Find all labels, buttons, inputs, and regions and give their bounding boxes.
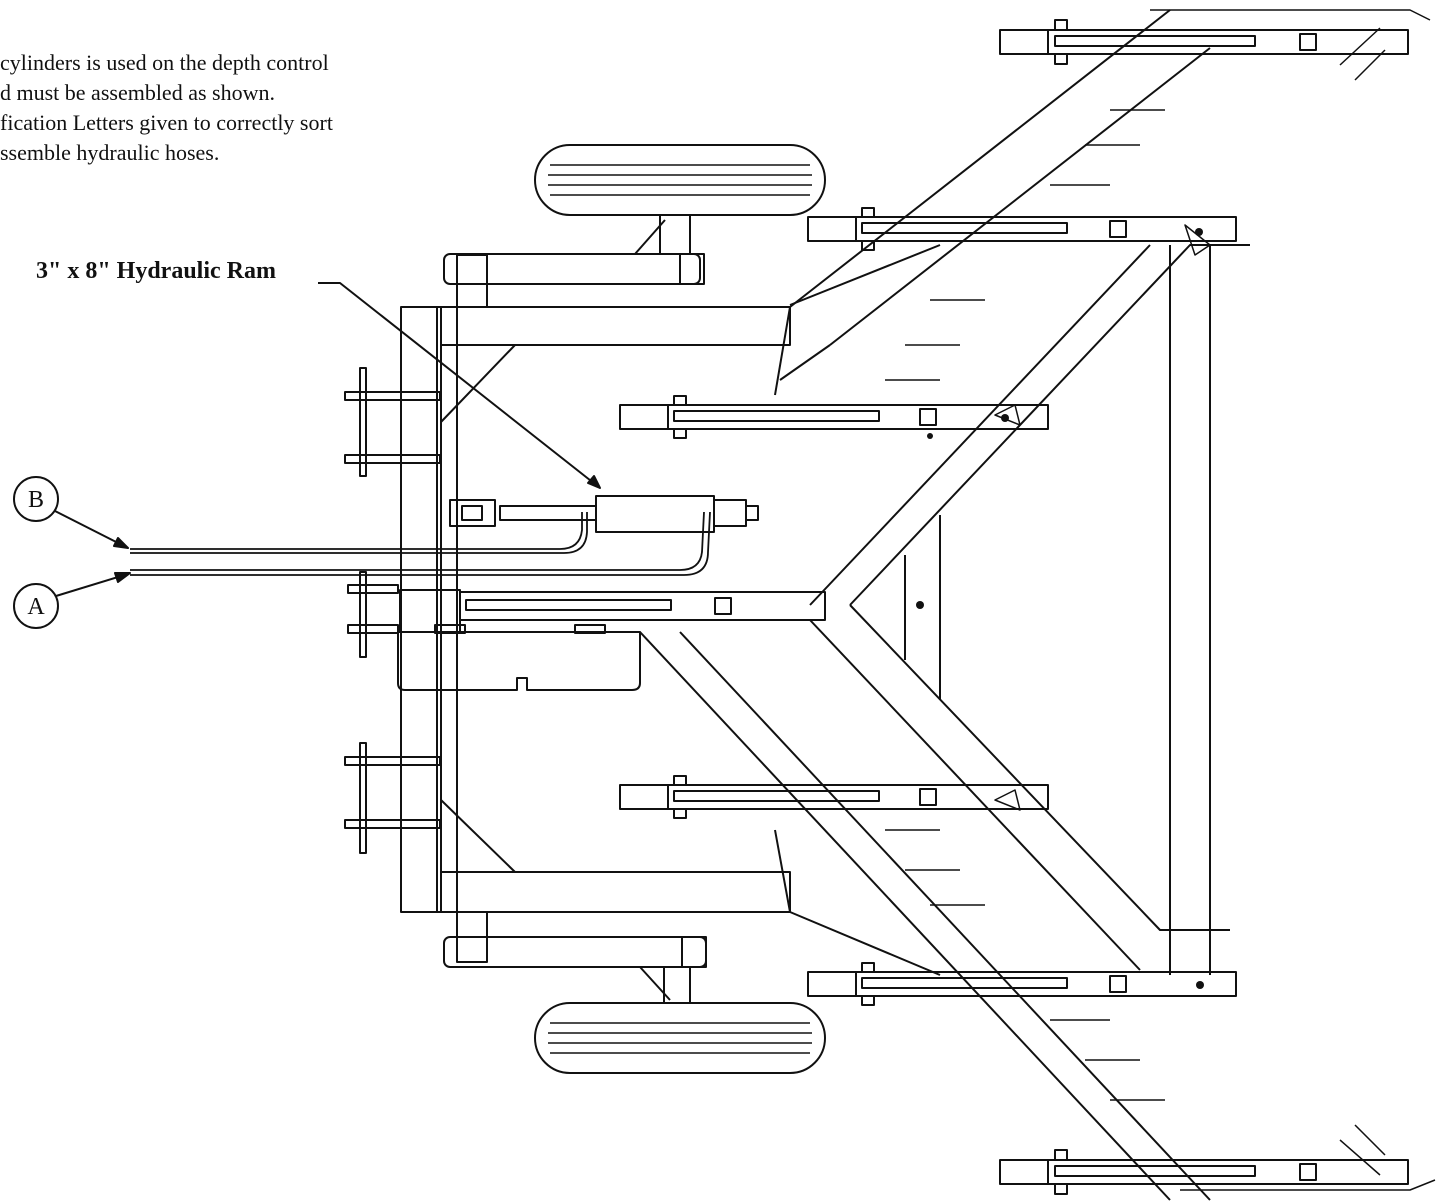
bolt-heads — [916, 228, 1204, 989]
hose-b-leader — [54, 510, 127, 548]
shank-row-7 — [999, 1149, 1409, 1195]
note-line-4: ssemble hydraulic hoses. — [0, 140, 220, 165]
ram-leader-arrow — [587, 475, 601, 489]
note-line-1: cylinders is used on the depth control — [0, 50, 329, 75]
assembly-note: cylinders is used on the depth control d… — [0, 48, 420, 168]
frame-cross-members — [885, 109, 1165, 1101]
hydraulic-ram-callout: 3" x 8" Hydraulic Ram — [36, 258, 276, 284]
shank-row-4 — [399, 589, 826, 634]
wheel-top — [443, 144, 826, 285]
ram-leader-line — [318, 282, 601, 489]
hydraulic-hoses — [130, 511, 711, 576]
hitch-frame — [344, 254, 791, 963]
shank-row-1 — [999, 19, 1409, 65]
shank-diagonals — [994, 9, 1436, 1191]
hose-b-arrow — [113, 537, 129, 549]
wheel-bottom — [443, 936, 826, 1074]
hose-label-a: A — [13, 583, 59, 629]
shank-row-6 — [807, 962, 1237, 1006]
hose-label-b-text: B — [28, 487, 44, 513]
note-line-3: fication Letters given to correctly sort — [0, 110, 333, 135]
v-frame — [639, 9, 1250, 1201]
shank-row-2 — [807, 207, 1237, 251]
shank-row-5 — [619, 775, 1049, 819]
shank-row-3 — [619, 395, 1049, 439]
hose-a-arrow — [114, 572, 131, 583]
hose-label-a-text: A — [27, 594, 45, 620]
note-line-2: d must be assembled as shown. — [0, 80, 275, 105]
depth-control-body — [397, 631, 641, 691]
hose-label-b: B — [13, 476, 59, 522]
hydraulic-ram — [449, 495, 759, 533]
